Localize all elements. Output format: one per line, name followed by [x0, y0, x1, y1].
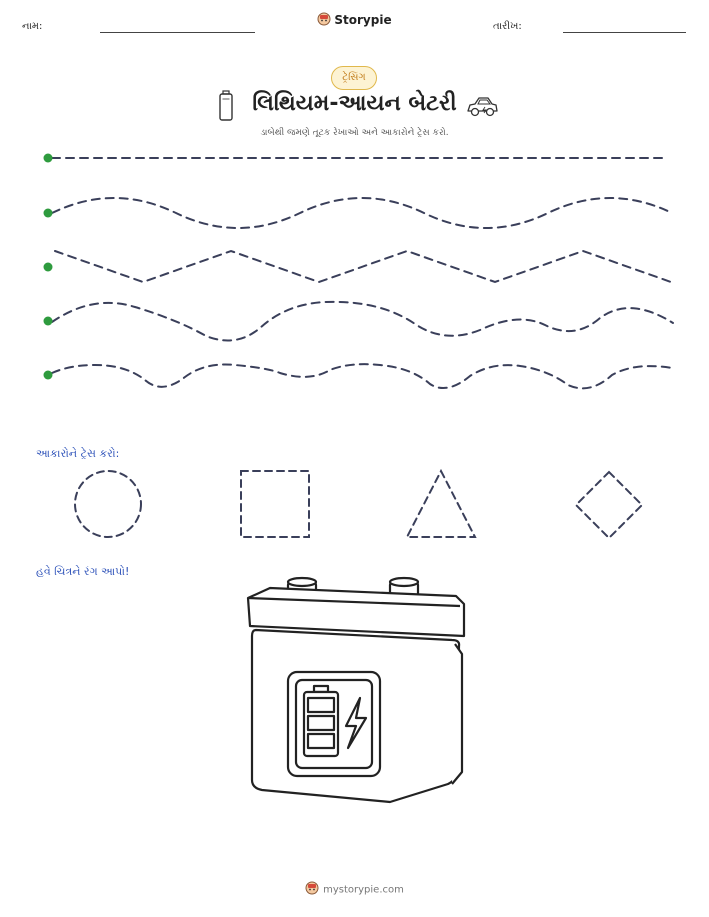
- start-dot: [43, 153, 53, 163]
- trace-shape-diamond: [574, 470, 644, 540]
- name-line: [100, 32, 255, 33]
- trace-shape-square: [240, 470, 310, 538]
- trace-shape-triangle: [405, 468, 477, 538]
- storypie-logo-icon: [317, 12, 331, 29]
- storypie-logo-icon: [305, 881, 319, 898]
- start-dot: [43, 370, 53, 380]
- tracing-badge: ટ્રેસિંગ: [331, 66, 377, 90]
- date-label: તારીખ:: [493, 21, 522, 32]
- start-dot: [43, 262, 53, 272]
- trace-line-zigzag: [54, 249, 672, 284]
- battery-icon: [218, 90, 234, 126]
- brand-name: Storypie: [334, 13, 392, 27]
- name-label: નામ:: [22, 21, 43, 32]
- trace-line-gentle-wave: [51, 197, 673, 229]
- start-dot: [43, 316, 53, 326]
- start-dot: [43, 208, 53, 218]
- date-line: [563, 32, 686, 33]
- footer: mystorypie.com: [0, 881, 709, 898]
- color-heading: હવે ચિત્રને રંગ આપો!: [36, 565, 130, 578]
- page-title: લિથિયમ-આયન બેટરી: [252, 91, 457, 116]
- brand: Storypie: [0, 12, 709, 29]
- trace-line-deep-wave: [51, 363, 673, 390]
- instruction-text: ડાબેથી જમણે તૂટક રેખાઓ અને આકારોને ટ્રેસ…: [260, 128, 449, 138]
- car-icon: [465, 94, 499, 124]
- trace-shape-circle: [74, 470, 142, 538]
- trace-line-wave: [51, 300, 674, 342]
- footer-link[interactable]: mystorypie.com: [323, 884, 404, 896]
- shapes-heading: આકારોને ટ્રેસ કરો:: [36, 447, 120, 460]
- battery-coloring-illustration: [240, 574, 470, 810]
